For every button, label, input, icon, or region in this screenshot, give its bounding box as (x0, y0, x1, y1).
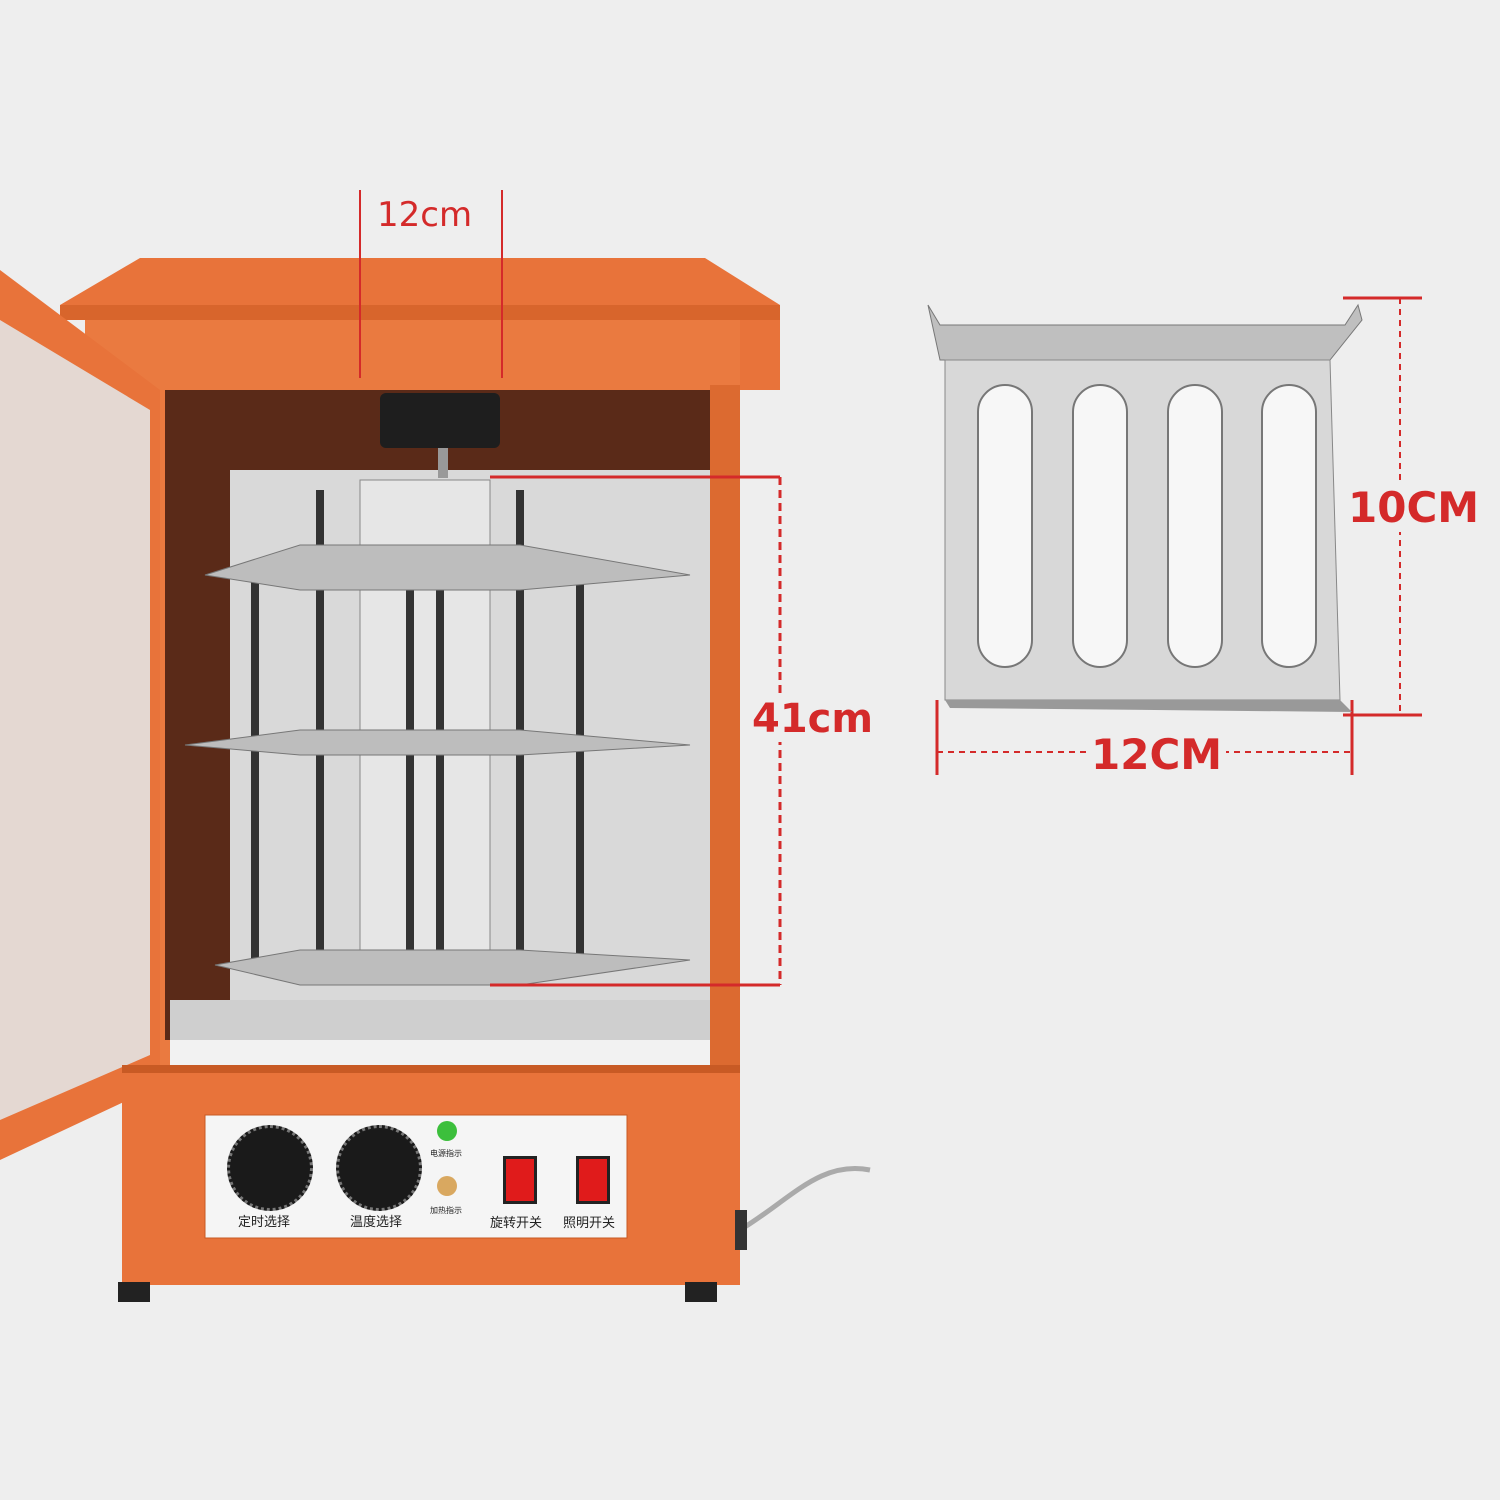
power-indicator-label: 电源指示 (430, 1149, 462, 1158)
heating-indicator-label: 加热指示 (430, 1206, 462, 1215)
temperature-label: 温度选择 (350, 1215, 403, 1230)
rack-spacing-label: 12cm (377, 195, 473, 235)
rotation-switch[interactable] (503, 1156, 537, 1204)
heating-indicator-light (437, 1176, 457, 1196)
temperature-knob[interactable] (336, 1125, 422, 1211)
timer-label: 定时选择 (238, 1215, 291, 1230)
timer-knob[interactable] (227, 1125, 313, 1211)
light-switch[interactable] (576, 1156, 610, 1204)
rotation-switch-label: 旋转开关 (490, 1216, 543, 1231)
power-indicator-light (437, 1121, 457, 1141)
tray-width-label: 12CM (1087, 730, 1227, 779)
rack-height-label: 41cm (752, 696, 874, 742)
light-switch-label: 照明开关 (563, 1216, 616, 1231)
tray-height-label: 10CM (1348, 483, 1480, 532)
